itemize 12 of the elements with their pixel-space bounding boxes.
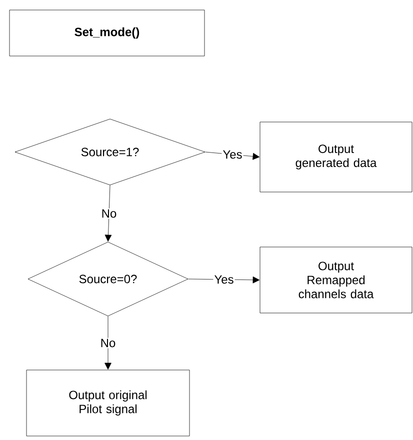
process-box: Output original Pilot signal — [26, 370, 190, 436]
edge-label: No — [99, 338, 117, 348]
arrow — [104, 316, 112, 370]
process-box: Set_mode() — [9, 10, 205, 56]
process-box: Output generated data — [260, 122, 412, 192]
edge-label: No — [100, 208, 118, 219]
edge-label: Yes — [222, 149, 244, 160]
arrow — [205, 152, 260, 160]
process-box: Output Remapped channels data — [260, 246, 412, 314]
arrow — [188, 276, 260, 284]
edge-label: Yes — [213, 274, 235, 285]
arrow — [104, 185, 112, 242]
